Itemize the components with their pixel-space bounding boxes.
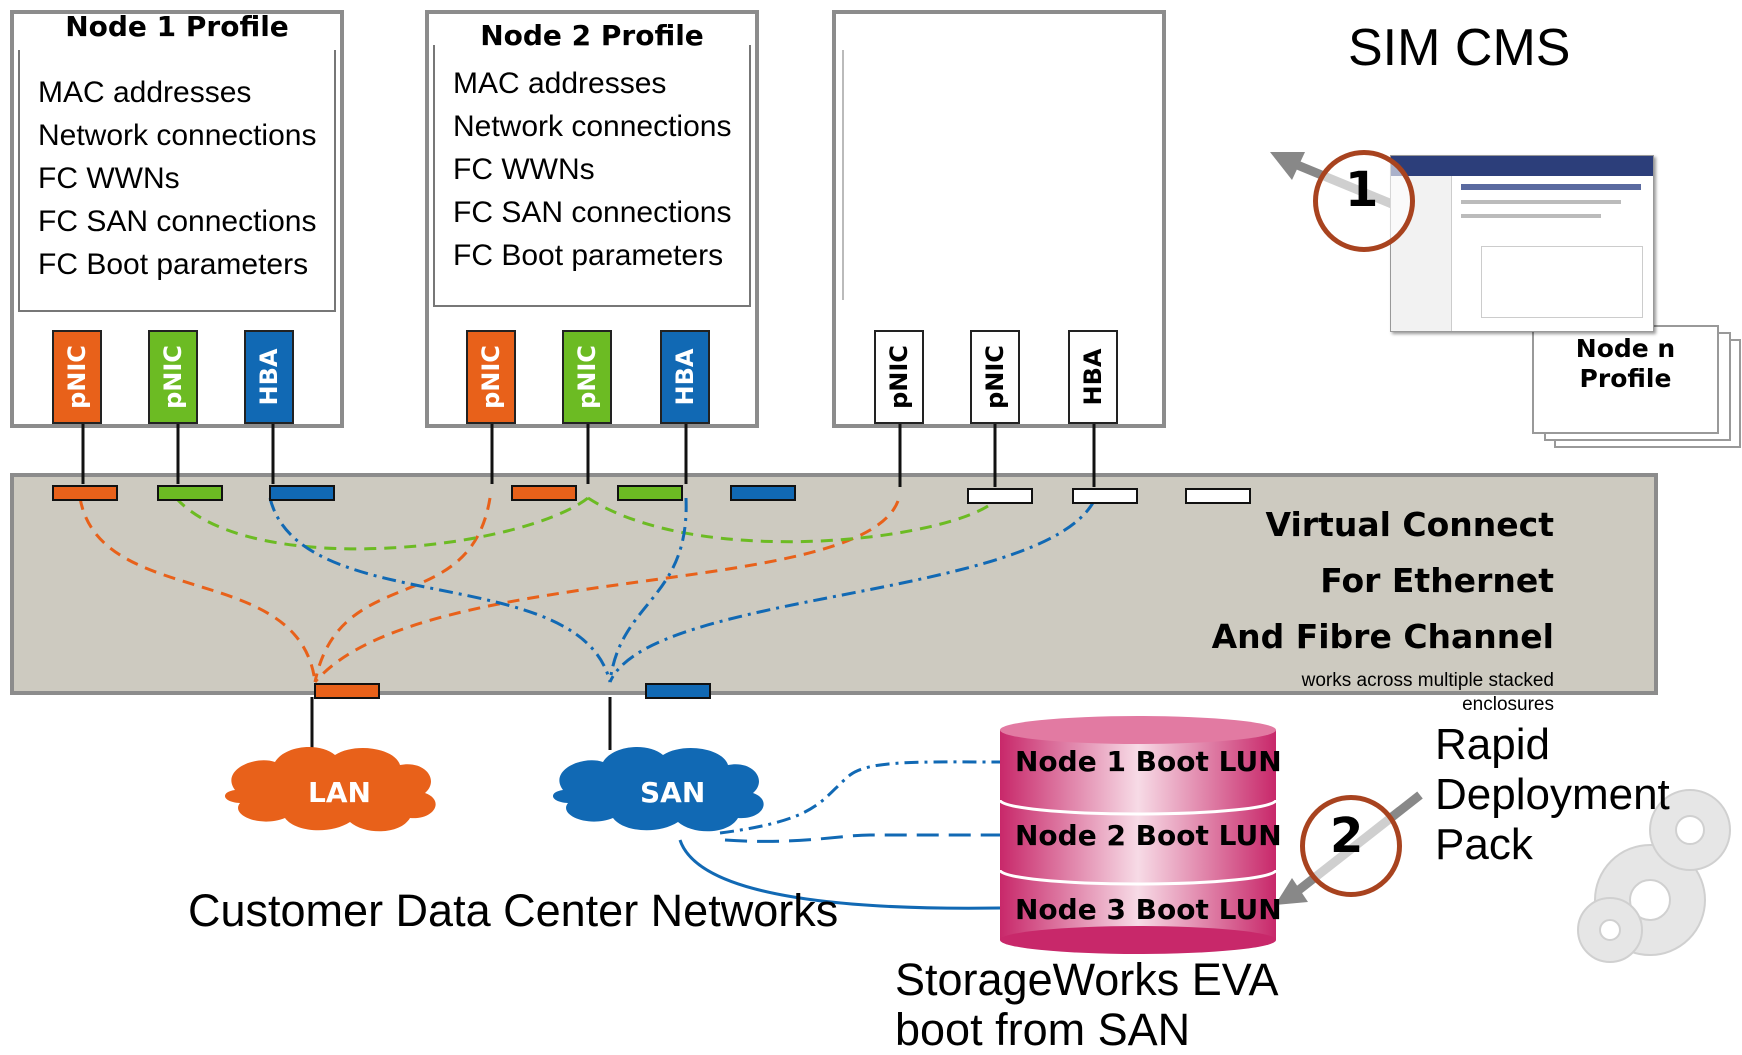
rdp-label: Rapid Deployment Pack [1435,720,1670,869]
network-caption: Customer Data Center Networks [188,885,839,936]
profile-line: MAC addresses [38,76,252,109]
vc-title-line-2: For Ethernet [1320,561,1554,600]
vc-title-line-3: And Fibre Channel [1211,617,1554,656]
node-2-profile-title: Node 2 Profile [480,19,704,52]
node-2-hba: HBA [660,330,710,424]
node-2-profile-card: Node 2 Profile MAC addresses Network con… [433,19,751,307]
node-1-pnic-2: pNIC [148,330,198,424]
profile-line: FC SAN connections [38,205,317,238]
lun-node-2: Node 2 Boot LUN [1015,819,1282,852]
node-1-hba: HBA [244,330,294,424]
sim-cms-label: SIM CMS [1348,19,1571,77]
vc-note: works across multiple stacked enclosures [1301,670,1554,715]
profile-line: MAC addresses [453,67,667,100]
node-2-pnic-2: pNIC [562,330,612,424]
profile-line: FC Boot parameters [453,239,724,272]
node-1-profile-title: Node 1 Profile [65,10,289,43]
callout-1-number: 1 [1345,162,1379,218]
node-3-pnic-2: pNIC [970,330,1020,424]
profile-line: FC WWNs [453,153,595,186]
profile-line: FC Boot parameters [38,248,309,281]
node-3-screen-line [842,50,844,300]
lun-node-3: Node 3 Boot LUN [1015,893,1282,926]
san-label: SAN [640,776,706,809]
profile-line: FC SAN connections [453,196,732,229]
virtual-connect-panel: Virtual Connect For Ethernet And Fibre C… [10,473,1658,715]
profile-line: Network connections [38,119,317,152]
lun-node-1: Node 1 Boot LUN [1015,745,1282,778]
node-3-pnic-1: pNIC [874,330,924,424]
node-2-pnic-1: pNIC [466,330,516,424]
lan-label: LAN [308,776,371,809]
node-3-hba: HBA [1068,330,1118,424]
callout-2-number: 2 [1330,808,1364,864]
vc-title-line-1: Virtual Connect [1265,505,1554,544]
node-1-pnic-1: pNIC [52,330,102,424]
callout-2-ring [1300,795,1402,897]
profile-line: FC WWNs [38,162,180,195]
node-n-profile-label: Node n Profile [1575,334,1676,393]
storage-caption: StorageWorks EVA boot from SAN [895,954,1279,1055]
profile-line: Network connections [453,110,732,143]
virtual-connect-manager-screenshot [1390,155,1654,332]
node-1-profile-card: Node 1 Profile MAC addresses Network con… [18,10,336,312]
callout-1-ring [1313,150,1415,252]
